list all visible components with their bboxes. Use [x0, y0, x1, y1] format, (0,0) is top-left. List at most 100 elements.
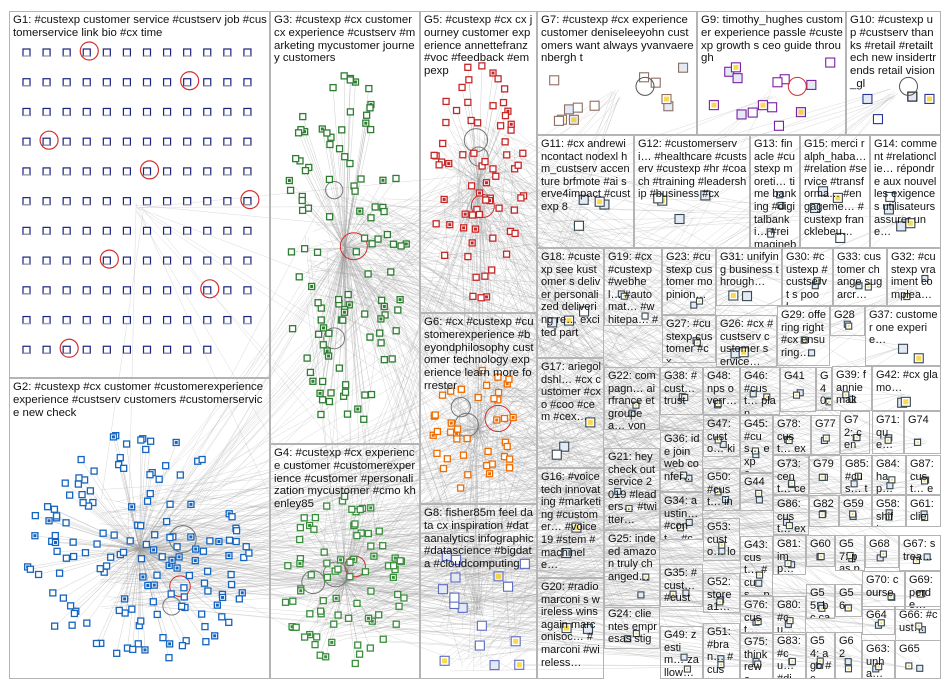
vertex-node: [137, 555, 146, 563]
group-nodes-g4: [281, 492, 408, 668]
inter-group-edge: [380, 296, 481, 609]
vertex-node: [173, 543, 181, 551]
vertex-image: [370, 619, 374, 623]
group-panel-g29: G29: offering right #cx ensuring…: [777, 306, 830, 366]
group-panel-g63: G63: unha…: [862, 640, 895, 679]
group-nodes-g2: [24, 431, 253, 662]
inter-group-edge: [518, 216, 839, 417]
vertex-image: [442, 197, 446, 201]
inter-group-edge: [454, 185, 849, 399]
vertex-node: [817, 186, 829, 197]
inter-group-edge: [326, 250, 346, 586]
edge: [139, 474, 151, 550]
vertex-node: [177, 602, 186, 610]
vertex-node: [319, 597, 327, 605]
inter-group-edge: [475, 422, 922, 593]
edge: [338, 247, 346, 300]
vertex-node: [477, 294, 485, 302]
vertex-node: [387, 268, 395, 276]
group-label-g35: G35: #cust… #custs… #cx…: [664, 567, 698, 606]
vertex-node: [494, 388, 503, 397]
vertex-node: [381, 311, 389, 319]
vertex-node: [335, 145, 344, 153]
vertex-image: [215, 603, 219, 607]
self-loop: [240, 190, 260, 210]
vertex-node: [107, 553, 115, 561]
inter-group-edge: [511, 393, 850, 620]
edge: [344, 247, 382, 343]
group-panel-g19: G19: #cx #custexp #webhel… #automat… #wh…: [604, 248, 662, 326]
edge: [47, 506, 140, 550]
vertex-node: [74, 480, 83, 488]
vertex-node: [452, 106, 461, 115]
edge: [70, 548, 140, 606]
inter-group-edge: [139, 547, 478, 655]
vertex-node: [505, 455, 514, 463]
group-label-g65: G65: [899, 643, 920, 655]
vertex-node: [199, 547, 208, 555]
inter-group-edge: [512, 664, 854, 668]
inter-group-edge: [144, 204, 371, 547]
group-panel-g62: G62: [835, 632, 862, 679]
inter-group-edge: [138, 229, 444, 549]
inter-group-edge: [443, 211, 588, 398]
vertex-node: [368, 240, 376, 248]
vertex-node: [306, 610, 314, 618]
inter-group-edge: [453, 410, 569, 652]
vertex-node: [502, 250, 511, 258]
inter-group-edge: [507, 477, 755, 664]
vertex-node: [453, 435, 461, 443]
group-panel-g31: G31: unifying business through…: [716, 248, 782, 306]
inter-group-edge: [349, 244, 508, 568]
group-label-g13: G13: finacle #custexp moreti… time banki…: [754, 138, 797, 248]
vertex-image: [404, 242, 408, 246]
inter-group-edge: [504, 211, 791, 663]
inter-group-edge: [512, 138, 849, 320]
vertex-image: [240, 591, 244, 595]
inter-group-edge: [504, 228, 920, 562]
self-loop: [99, 249, 119, 269]
inter-group-edge: [134, 520, 347, 581]
vertex-node: [344, 290, 352, 299]
group-label-g54: G54: ago #cu…: [810, 635, 832, 679]
vertex-node: [288, 325, 297, 333]
group-nodes-g38: [678, 393, 689, 402]
inter-group-edge: [146, 581, 921, 670]
vertex-node: [438, 391, 447, 399]
vertex-image: [177, 555, 181, 559]
inter-group-edge: [361, 268, 922, 518]
inter-group-edge: [503, 382, 629, 635]
vertex-node: [281, 598, 290, 606]
vertex-node: [334, 295, 343, 304]
vertex-node: [292, 154, 300, 163]
inter-group-edge: [476, 483, 485, 617]
group-label-g87: G87: cust… expe…: [910, 458, 934, 495]
vertex-node: [55, 569, 64, 577]
vertex-node: [364, 529, 372, 538]
vertex-node: [43, 503, 52, 511]
group-panel-g6: G6: #cx #custexp #customerexperience #be…: [420, 313, 537, 504]
inter-group-edge: [325, 558, 916, 579]
vertex-node: [202, 638, 210, 646]
vertex-node: [203, 567, 212, 575]
vertex-image: [143, 648, 147, 652]
vertex-node: [301, 166, 310, 175]
inter-group-edge: [508, 180, 884, 552]
self-loop: [200, 279, 220, 299]
vertex-node: [551, 449, 562, 460]
group-label-g62: G62: [839, 635, 854, 660]
inter-group-edge: [136, 211, 500, 607]
group-nodes-g36: [680, 471, 693, 482]
group-panel-g30: G30: #custexp #custserv t s pool…: [782, 248, 833, 306]
inter-group-edge: [158, 436, 790, 552]
edge: [320, 581, 346, 656]
vertex-image: [867, 286, 870, 289]
vertex-node: [204, 587, 212, 595]
vertex-node: [240, 553, 248, 562]
edge: [139, 548, 185, 588]
inter-group-edge: [513, 601, 727, 607]
group-panel-g72: G72: cent… cent…: [840, 411, 870, 454]
self-loop: [787, 76, 807, 96]
group-label-g15: G15: merci ralph_haba… #relation #servic…: [804, 138, 870, 239]
vertex-node: [492, 172, 500, 180]
